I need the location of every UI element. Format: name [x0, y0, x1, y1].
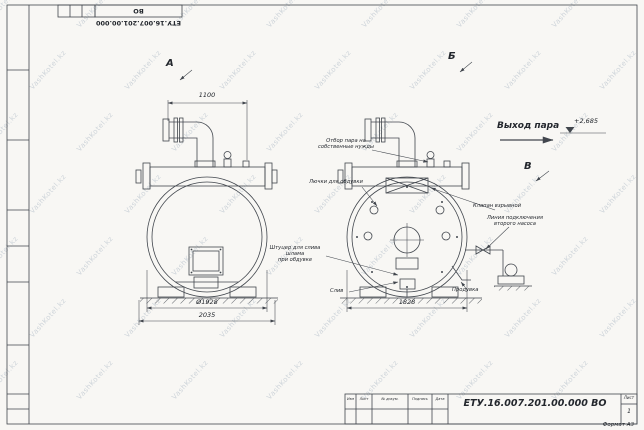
- title-block-col-sign: Подпись: [412, 397, 428, 401]
- elevation-mark-value: +2,685: [574, 117, 599, 125]
- title-block-sheet-label: Лист: [623, 395, 635, 400]
- pump-piping: [406, 245, 532, 297]
- leader-lines: [325, 149, 510, 293]
- title-block-grid: [344, 393, 638, 425]
- top-stamp-doc-number: ЕТУ.16.007.201.00.000 ВО: [95, 7, 182, 27]
- annotation-blow-hatches: Лючки для обдувки: [309, 179, 363, 185]
- title-block-col-izm: Изм: [346, 397, 355, 401]
- steam-arrow-and-marks: [179, 61, 606, 182]
- title-block-col-list: Лист: [359, 397, 369, 401]
- sheet-frame: [6, 4, 638, 425]
- boiler-view-a: [135, 117, 278, 304]
- dimension-shell-diameter: Ø1928: [196, 298, 218, 306]
- dimension-top-width: 1100: [198, 91, 216, 99]
- annotation-blowdown: Продувка: [452, 287, 479, 293]
- annotation-explosion-valve: Клапан взрывной: [473, 203, 521, 209]
- dimension-overall-width: 2035: [198, 311, 216, 319]
- format-note: Формат А3: [602, 422, 634, 428]
- annotation-sludge-nozzle: Штуцер для слива шлама при обдувке: [269, 245, 321, 263]
- view-a-label: А: [166, 58, 174, 69]
- dimension-lines-view-a: [138, 100, 276, 325]
- title-block-col-date: Дата: [435, 397, 445, 401]
- dimension-lines-view-b: [346, 270, 468, 312]
- title-block-col-doc: № докум.: [381, 397, 399, 401]
- dimension-view-b-width: 1828: [398, 298, 416, 306]
- view-b-label: Б: [448, 51, 456, 62]
- title-block-sheet-value: 1: [627, 408, 631, 415]
- annotation-drain: Слив: [330, 288, 344, 294]
- steam-outlet-label: Выход пара: [497, 121, 560, 131]
- view-v-label: В: [524, 161, 532, 172]
- title-block-doc-number: ЕТУ.16.007.201.00.000 ВО: [463, 398, 607, 409]
- boiler-view-b: [337, 117, 482, 304]
- annotation-second-pump-line: Линия подключения второго насоса: [487, 215, 543, 227]
- annotation-steam-own-needs: Отбор пара на собственные нужды: [318, 138, 374, 150]
